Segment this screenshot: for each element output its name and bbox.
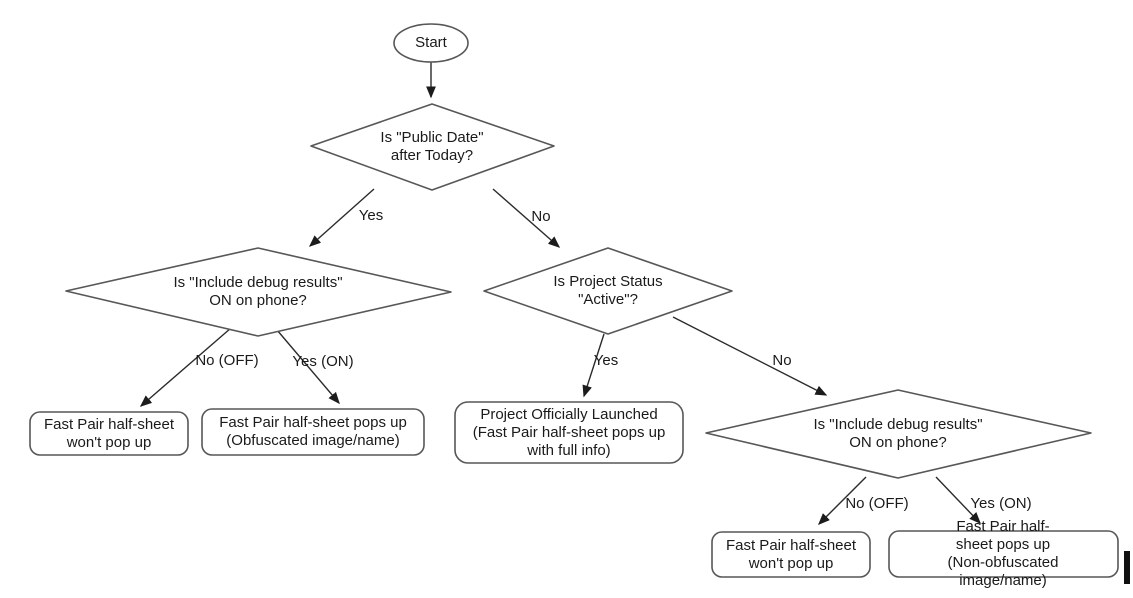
decision-public-date xyxy=(310,103,555,191)
edge-label-yes-2: Yes xyxy=(593,352,619,369)
result-non-obfuscated-label: Fast Pair half-sheet pops up (Non-obfusc… xyxy=(947,518,1059,589)
result-no-popup-left xyxy=(29,411,189,456)
edge-status-no xyxy=(672,316,828,396)
result-launched xyxy=(454,401,684,464)
edge-label-yes-1: Yes xyxy=(358,207,384,224)
decision-public-date-label: Is "Public Date" after Today? xyxy=(380,129,484,164)
edge-label-yes-on-left: Yes (ON) xyxy=(292,353,354,370)
edge-debug-left-yes-on xyxy=(276,329,340,405)
edge-debug-left-no-off xyxy=(139,327,232,407)
edge-label-no-2: No xyxy=(772,352,792,369)
edge-label-no-off-left: No (OFF) xyxy=(195,352,259,369)
decision-debug-left xyxy=(65,247,452,337)
edge-debug-right-yes-on xyxy=(935,476,981,525)
result-obfuscated xyxy=(201,408,425,456)
text-cursor-artifact xyxy=(1124,551,1130,584)
edge-label-no-1: No xyxy=(531,208,551,225)
result-non-obfuscated xyxy=(888,530,1119,578)
decision-debug-right-label: Is "Include debug results" ON on phone? xyxy=(813,416,983,451)
decision-debug-left-label: Is "Include debug results" ON on phone? xyxy=(173,274,343,309)
start-label: Start xyxy=(415,34,447,51)
result-no-popup-right-label: Fast Pair half-sheet won't pop up xyxy=(725,537,857,572)
result-obfuscated-label: Fast Pair half-sheet pops up (Obfuscated… xyxy=(219,414,407,449)
start-node xyxy=(393,23,469,63)
result-no-popup-left-label: Fast Pair half-sheet won't pop up xyxy=(43,416,175,451)
edge-public-date-yes xyxy=(308,188,375,247)
edge-label-no-off-right: No (OFF) xyxy=(845,495,909,512)
result-no-popup-right xyxy=(711,531,871,578)
edge-status-yes xyxy=(582,333,605,398)
edge-public-date-no xyxy=(492,188,561,248)
edge-debug-right-no-off xyxy=(818,476,867,525)
decision-project-status xyxy=(483,247,733,335)
decision-debug-right xyxy=(705,389,1092,479)
decision-project-status-label: Is Project Status "Active"? xyxy=(553,273,663,308)
result-launched-label: Project Officially Launched (Fast Pair h… xyxy=(472,406,666,459)
edge-label-yes-on-right: Yes (ON) xyxy=(970,495,1032,512)
